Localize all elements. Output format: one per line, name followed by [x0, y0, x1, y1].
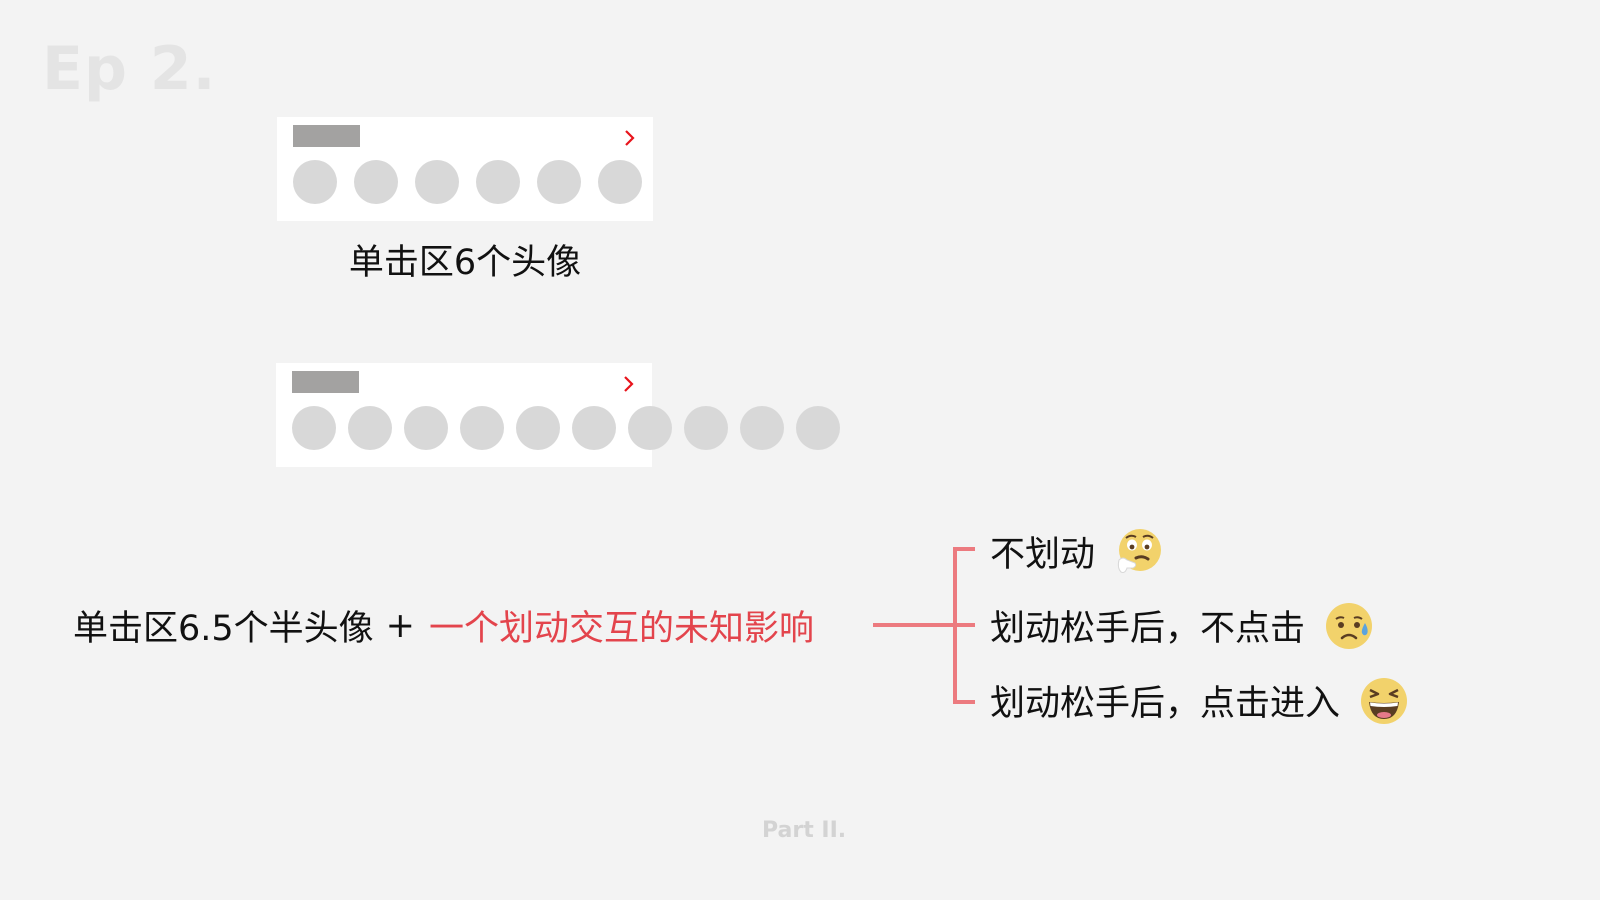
outcome-label: 划动松手后，点击进入 — [990, 684, 1341, 724]
avatar[interactable] — [404, 406, 448, 450]
chevron-right-icon[interactable] — [621, 375, 637, 393]
mockup-1-caption: 单击区6个头像 — [348, 243, 582, 283]
avatar[interactable] — [572, 406, 616, 450]
avatar[interactable] — [628, 406, 672, 450]
summary-statement: 单击区6.5个半头像 + 一个划动交互的未知影响 — [73, 600, 814, 651]
summary-prefix: 单击区6.5个半头像 — [73, 609, 374, 649]
bracket-middle-tick — [953, 623, 975, 627]
chevron-right-icon[interactable] — [622, 129, 638, 147]
title-placeholder-bar — [292, 371, 359, 393]
outcome-label: 划动松手后，不点击 — [990, 609, 1306, 649]
title-placeholder-bar — [293, 125, 360, 147]
avatar[interactable] — [354, 160, 398, 204]
outcome-label: 不划动 — [990, 535, 1096, 575]
outcome-no-swipe: 不划动 — [990, 526, 1163, 577]
summary-highlight: 一个划动交互的未知影响 — [429, 609, 815, 649]
laughing-face-icon — [1361, 677, 1408, 724]
avatar[interactable] — [460, 406, 504, 450]
bracket-bottom-tick — [953, 700, 975, 704]
outcome-swipe-then-click: 划动松手后，点击进入 — [990, 675, 1408, 726]
scrollable-avatar-strip[interactable] — [276, 363, 840, 467]
thinking-face-icon — [1117, 528, 1162, 573]
connector-line — [873, 623, 957, 627]
avatar[interactable] — [537, 160, 581, 204]
avatar[interactable] — [476, 160, 520, 204]
avatar[interactable] — [598, 160, 642, 204]
plus-sign: + — [385, 605, 415, 646]
avatar[interactable] — [348, 406, 392, 450]
outcome-swipe-no-click: 划动松手后，不点击 — [990, 600, 1373, 651]
avatar[interactable] — [740, 406, 784, 450]
avatar[interactable] — [292, 406, 336, 450]
bracket-top-tick — [953, 547, 975, 551]
avatar[interactable] — [796, 406, 840, 450]
avatar[interactable] — [684, 406, 728, 450]
part-label: Part II. — [762, 818, 847, 843]
avatar[interactable] — [415, 160, 459, 204]
avatar[interactable] — [293, 160, 337, 204]
avatar[interactable] — [516, 406, 560, 450]
sad-relieved-face-icon — [1326, 602, 1373, 649]
episode-title: Ep 2. — [42, 34, 217, 104]
avatar-row-card-6 — [277, 117, 653, 221]
